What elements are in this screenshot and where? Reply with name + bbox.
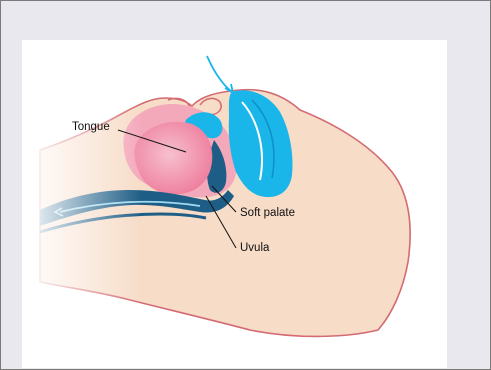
uvula-label: Uvula: [240, 242, 270, 254]
soft-palate-label: Soft palate: [240, 207, 295, 219]
airflow-arrow-icon: [207, 56, 232, 92]
tongue-label: Tongue: [72, 121, 110, 133]
